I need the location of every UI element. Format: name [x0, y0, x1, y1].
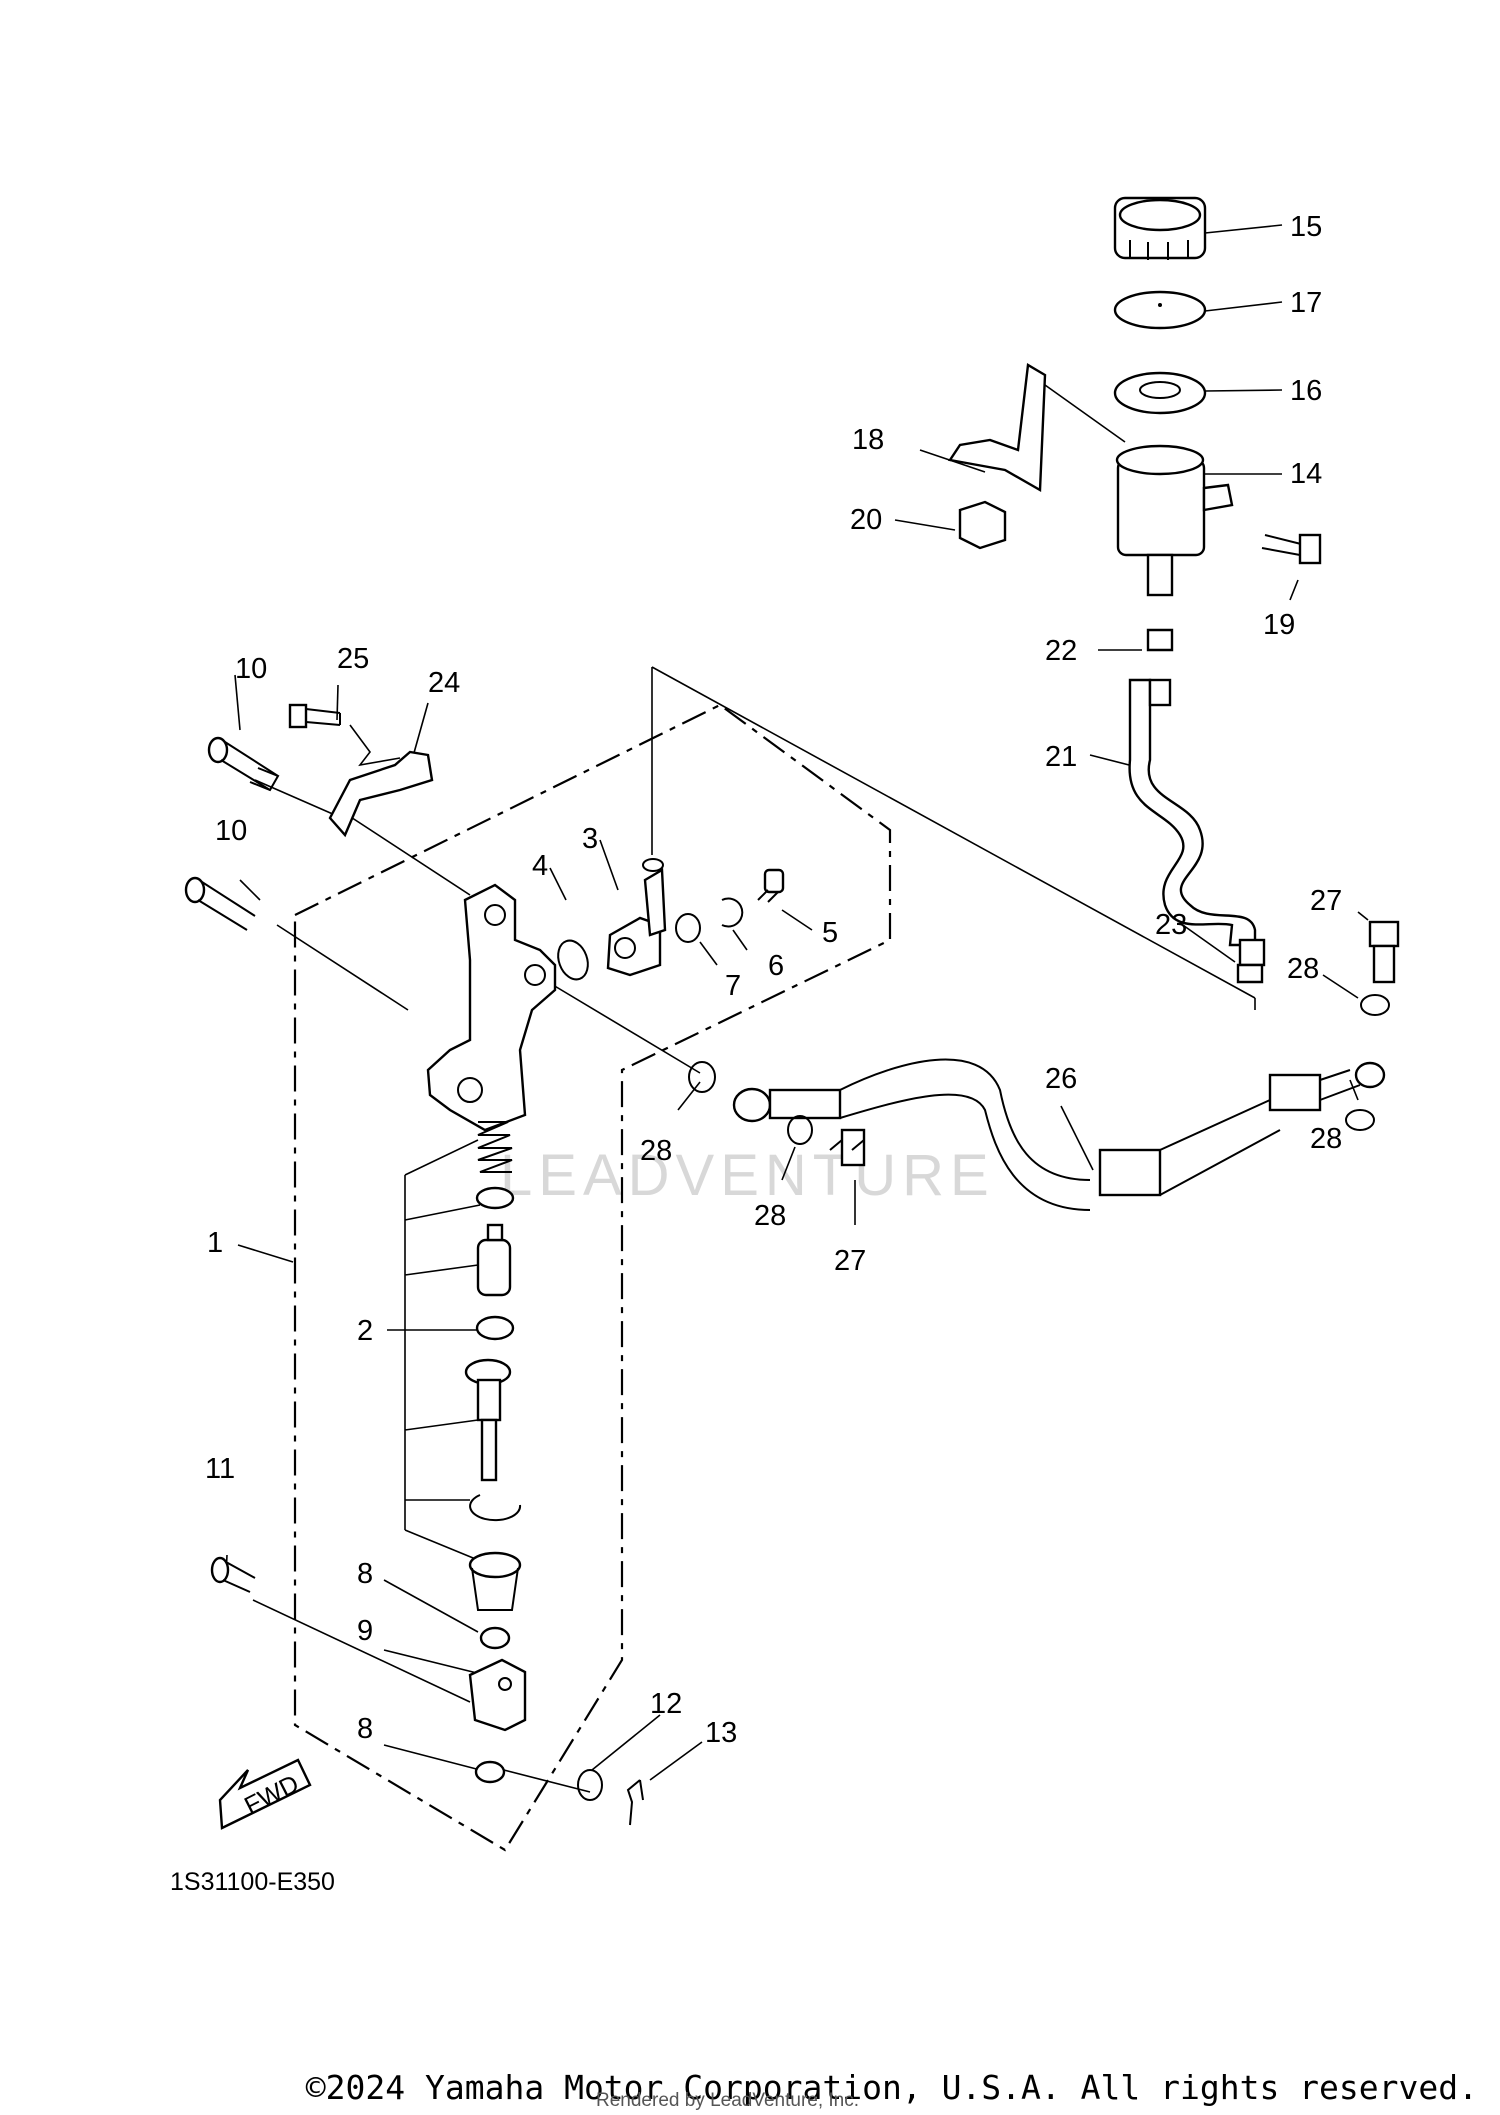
union-bolt-27-left: [829, 1128, 866, 1167]
rendered-by-notice: Rendered by LeadVenture, Inc.: [596, 2090, 860, 2111]
callout-4: 4: [532, 850, 548, 882]
bolt-10-lower: [184, 876, 256, 931]
cotter-pin-13: [626, 1779, 644, 1826]
union-bolt-27-right: [1368, 920, 1400, 984]
cap-15: [1113, 196, 1207, 260]
bolt-10-upper: [207, 736, 280, 792]
hose-joint-3: [606, 858, 667, 977]
callout-14: 14: [1290, 458, 1322, 490]
bolt-25: [288, 703, 341, 729]
brake-hose-26: [732, 1058, 1386, 1211]
callout-1: 1: [207, 1227, 223, 1259]
callout-15: 15: [1290, 211, 1322, 243]
callout-9: 9: [357, 1615, 373, 1647]
diagram-code: 1S31100-E350: [170, 1868, 335, 1896]
callout-17: 17: [1290, 287, 1322, 319]
callout-18: 18: [852, 424, 884, 456]
master-cylinder-body: [426, 883, 557, 1132]
nut-8-lower: [474, 1760, 506, 1784]
callout-11: 11: [205, 1453, 235, 1485]
push-rod: [464, 1358, 512, 1482]
callout-28b: 28: [640, 1135, 672, 1167]
cup-seal: [475, 1186, 515, 1210]
clevis-9: [468, 1658, 527, 1732]
reservoir-14: [1115, 444, 1234, 597]
callout-19: 19: [1263, 609, 1295, 641]
seal: [475, 1315, 515, 1341]
bolt-19: [1261, 533, 1322, 565]
washer-28-mid: [787, 1115, 813, 1145]
callout-20: 20: [850, 504, 882, 536]
circlip-6: [721, 897, 744, 928]
callout-16: 16: [1290, 375, 1322, 407]
callout-22: 22: [1045, 635, 1077, 667]
bracket-24: [328, 750, 434, 838]
callout-6: 6: [768, 950, 784, 982]
callout-12: 12: [650, 1688, 682, 1720]
screw-5: [757, 868, 785, 903]
callout-27b: 27: [834, 1245, 866, 1277]
nut-8-upper: [479, 1626, 511, 1650]
callout-10b: 10: [215, 815, 247, 847]
callout-26: 26: [1045, 1063, 1077, 1095]
callout-labels: 1 2 3 4 5 6 7 8 8 9 10 10 11 12 13 14 15…: [205, 211, 1342, 1749]
dust-boot: [468, 1551, 522, 1611]
hose-21: [1128, 678, 1257, 947]
callout-23: 23: [1155, 909, 1187, 941]
clamp-23: [1236, 963, 1264, 984]
callout-7: 7: [725, 970, 741, 1002]
circlip: [469, 1494, 522, 1522]
watermark-text: LEADVENTURE: [500, 1143, 995, 1208]
callout-13: 13: [705, 1717, 737, 1749]
callout-8b: 8: [357, 1713, 373, 1745]
copyright-notice: ©2024 Yamaha Motor Corporation, U.S.A. A…: [305, 2068, 1478, 2107]
callout-24: 24: [428, 667, 460, 699]
bracket-18: [947, 363, 1047, 493]
callout-28d: 28: [1310, 1123, 1342, 1155]
washer-7: [675, 913, 701, 943]
washer-12: [577, 1769, 603, 1801]
washer-28-upper: [688, 1061, 716, 1093]
callout-3: 3: [582, 823, 598, 855]
spring: [477, 1121, 513, 1173]
callout-10a: 10: [235, 653, 267, 685]
piston: [476, 1223, 512, 1297]
o-ring-4: [557, 939, 589, 981]
callout-28c: 28: [754, 1200, 786, 1232]
washer-28-right-lower: [1345, 1109, 1375, 1131]
callout-21: 21: [1045, 741, 1077, 773]
washer-28-right-upper: [1360, 994, 1390, 1016]
callout-5: 5: [822, 917, 838, 949]
callout-25: 25: [337, 643, 369, 675]
clamp-22: [1146, 628, 1174, 652]
callout-28a: 28: [1287, 953, 1319, 985]
pin-11: [210, 1556, 256, 1593]
forward-arrow: FWD: [218, 1758, 312, 1830]
callout-27a: 27: [1310, 885, 1342, 917]
leader-lines: [225, 224, 1369, 1793]
callout-8a: 8: [357, 1558, 373, 1590]
assembly-outline: [293, 703, 892, 1852]
grommet-20: [958, 500, 1007, 550]
callout-2: 2: [357, 1315, 373, 1347]
plate-17: [1113, 290, 1207, 330]
diaphragm-16: [1113, 371, 1207, 415]
